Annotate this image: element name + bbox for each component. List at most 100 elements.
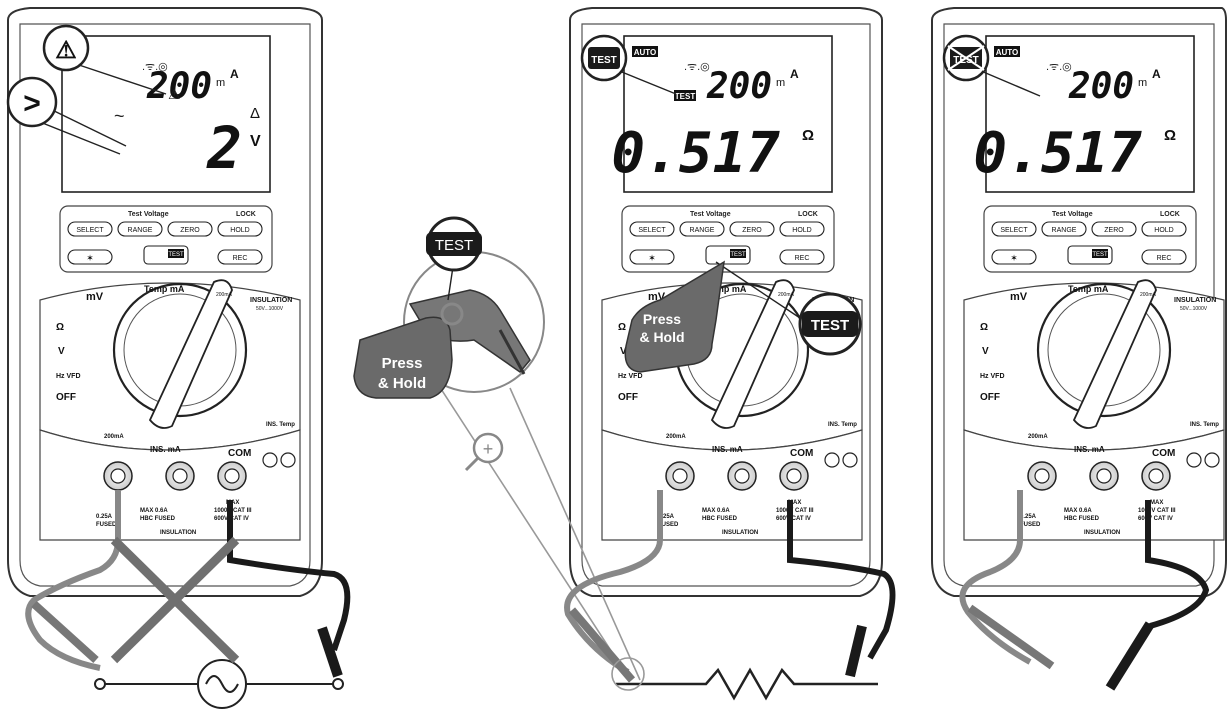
rec-button[interactable] [217, 249, 263, 265]
lcd-screen [61, 35, 271, 193]
rec-button[interactable] [779, 249, 825, 265]
dial-knob[interactable] [148, 279, 233, 429]
hold-button[interactable] [1141, 221, 1187, 237]
lcd-top-unit: A [790, 67, 799, 81]
dial-hz-vfd-label: Hz VFD [618, 373, 643, 380]
terminal-hbc-label: HBC FUSED [702, 516, 738, 522]
backlight-button[interactable] [67, 249, 113, 265]
terminal-ins-temp-label: INS. Temp [266, 422, 295, 428]
dial-knob[interactable] [1072, 279, 1157, 429]
range-button[interactable] [679, 221, 725, 237]
dial-mv-label: mV [1010, 291, 1028, 303]
range-button-label: RANGE [1052, 227, 1077, 234]
terminal-temp-jack-b[interactable] [1204, 452, 1220, 468]
lcd-bottom-unit: V [250, 133, 261, 150]
terminal-temp-jack-a[interactable] [262, 452, 278, 468]
backlight-button[interactable] [991, 249, 1037, 265]
terminal-fuse-value: 0.25A [658, 514, 675, 520]
terminal-ins-ma-label: INS. mA [150, 445, 181, 454]
dial-insulation-range: 50V...1000V [256, 306, 284, 312]
hold-button-label: HOLD [792, 227, 811, 234]
hazard-callout-circle [42, 24, 90, 72]
lcd-bottom-unit: Ω [1164, 127, 1176, 144]
lcd-ac-symbol: ~ [114, 106, 125, 126]
terminal-temp-jack-a[interactable] [824, 452, 840, 468]
terminal-hbc-label: HBC FUSED [140, 516, 176, 522]
zero-button[interactable] [167, 221, 213, 237]
dial-v-label: V [58, 346, 65, 357]
terminal-temp-jack-b[interactable] [280, 452, 296, 468]
dial-off-label: OFF [980, 392, 1000, 403]
range-button[interactable] [1041, 221, 1087, 237]
dial-ohm-label: Ω [56, 322, 64, 333]
dial-off-label: OFF [56, 392, 76, 403]
terminal-insulation-bar: INSULATION [160, 530, 196, 536]
lock-label: LOCK [798, 211, 818, 218]
lcd-top-value: 200 [706, 66, 772, 107]
test-crossed-label: TEST [953, 55, 979, 66]
test-voltage-label: Test Voltage [1052, 211, 1093, 218]
dial-200ma-label: 200mA [216, 292, 233, 298]
zero-button[interactable] [1091, 221, 1137, 237]
zoom-press-hold-line2: & Hold [378, 375, 426, 392]
middle-callouts: TEST TEST Press & Hold [580, 34, 862, 373]
terminal-ma-label: 200mA [666, 434, 686, 440]
dial-temp-ma-label: Temp mA [706, 284, 747, 294]
lcd-top-value: 200 [146, 66, 212, 107]
dial-v-label: V [982, 346, 989, 357]
backlight-icon: ✶ [1010, 253, 1018, 263]
terminal-temp-jack-b[interactable] [842, 452, 858, 468]
terminal-com-label: COM [228, 448, 251, 459]
lcd-auto-badge [994, 46, 1020, 57]
lock-label: LOCK [1160, 211, 1180, 218]
rec-button[interactable] [1141, 249, 1187, 265]
dial-hz-vfd-label: Hz VFD [980, 373, 1005, 380]
rec-label: REC [233, 255, 248, 262]
lcd-auto-badge [632, 46, 658, 57]
terminal-insulation-bar: INSULATION [1084, 530, 1120, 536]
dial-insulation-label: INSULATION [250, 297, 292, 304]
range-button-label: RANGE [128, 227, 153, 234]
left-callouts: ⚠ > [6, 24, 167, 155]
dial-knob[interactable] [710, 279, 795, 429]
dial-insulation-range: 50V...1000V [1180, 306, 1208, 312]
lcd-screen [985, 35, 1195, 193]
range-button[interactable] [117, 221, 163, 237]
backlight-button[interactable] [629, 249, 675, 265]
zoom-plus: + [483, 439, 494, 459]
press-hold-line1: Press [643, 311, 681, 327]
lcd-test-indicator [674, 90, 696, 101]
insulation-test-label: TEST [168, 252, 184, 258]
select-button[interactable] [629, 221, 675, 237]
dial-insulation-label: INSULATION [1174, 297, 1216, 304]
range-button-label: RANGE [690, 227, 715, 234]
dial-v-label: V [620, 346, 627, 357]
hazard-callout-icon: ⚠ [55, 37, 77, 64]
hold-button[interactable] [779, 221, 825, 237]
select-button[interactable] [67, 221, 113, 237]
zero-button-label: ZERO [180, 227, 200, 234]
zoom-test-badge-label: TEST [435, 237, 473, 254]
lcd-top-unit: A [230, 67, 239, 81]
terminal-ma-label: 200mA [1028, 434, 1048, 440]
test-voltage-label: Test Voltage [690, 211, 731, 218]
zero-button[interactable] [729, 221, 775, 237]
resistor-icon [616, 667, 878, 701]
finger-press-icon [624, 260, 725, 373]
insulation-test-label: TEST [1092, 252, 1108, 258]
hold-button[interactable] [217, 221, 263, 237]
select-button[interactable] [991, 221, 1037, 237]
terminal-cat-1: 1000V CAT III [776, 508, 814, 514]
terminal-com-label: COM [1152, 448, 1175, 459]
terminal-insulation-bar: INSULATION [722, 530, 758, 536]
hold-button-label: HOLD [1154, 227, 1173, 234]
zoom-magnifier-icon [472, 432, 504, 464]
terminal-com-label: COM [790, 448, 813, 459]
terminal-temp-jack-a[interactable] [1186, 452, 1202, 468]
right-callouts: TEST [942, 34, 1041, 97]
terminal-fuse-value: 0.25A [1020, 514, 1037, 520]
